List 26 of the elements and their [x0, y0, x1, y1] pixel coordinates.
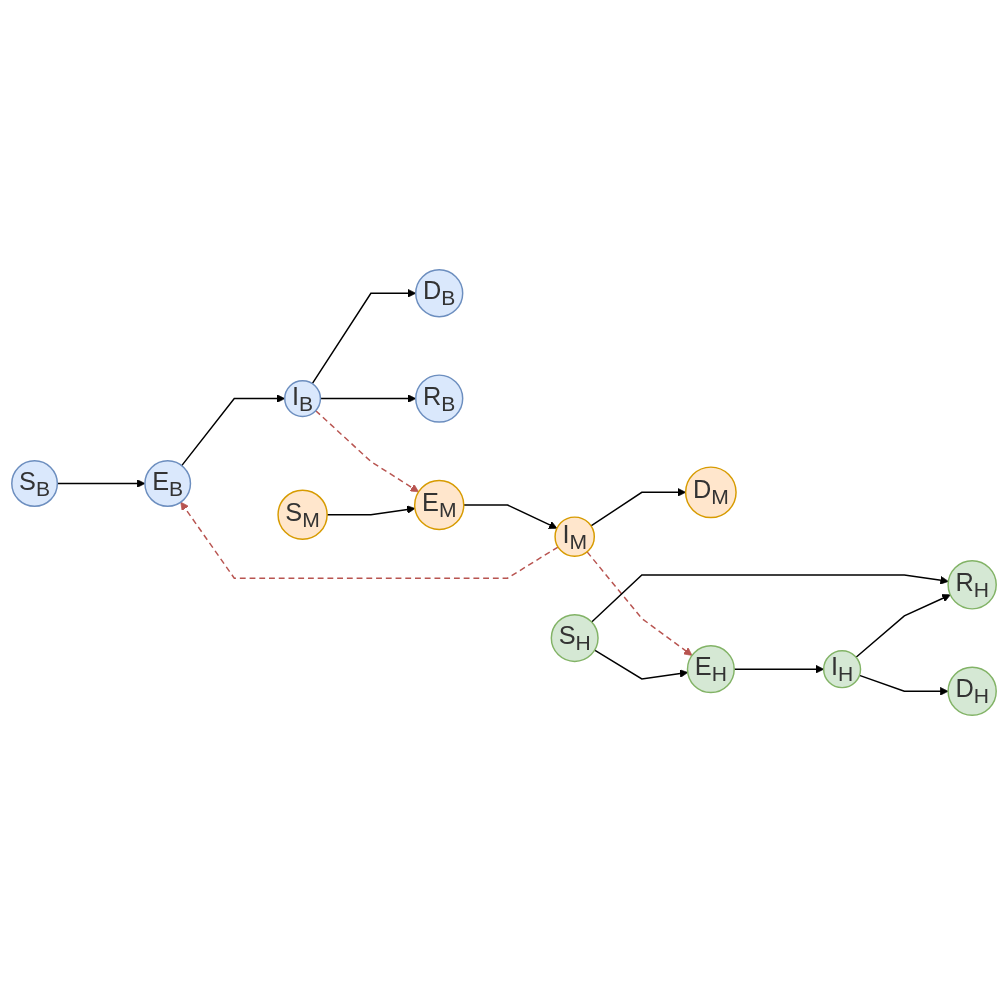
node-circle: I$_{M}$: [553, 516, 595, 557]
node-circle: D$_{H}$: [946, 666, 997, 716]
arrow: [593, 649, 688, 680]
arrow: [314, 409, 419, 493]
arrow: [179, 501, 559, 579]
node-circle: R$_{H}$: [946, 559, 997, 610]
node-circle: S$_{B}$: [10, 459, 58, 507]
node-circle: I$_{H}$: [822, 649, 861, 689]
node-circle: D$_{B}$: [414, 268, 463, 318]
arrow: [585, 551, 692, 656]
arrow: [854, 594, 951, 658]
arrow: [311, 288, 416, 385]
node-circle: E$_{M}$: [413, 479, 464, 531]
arrow: [180, 394, 285, 467]
arrow: [858, 674, 948, 696]
node-circle: R$_{B}$: [414, 374, 463, 423]
node-circle: I$_{B}$: [283, 379, 321, 418]
arrow: [590, 574, 949, 623]
node-circle: S$_{H}$: [550, 613, 599, 663]
node-circle: D$_{M}$: [684, 466, 737, 519]
arrow: [319, 394, 416, 403]
arrow: [589, 487, 686, 527]
node-circle: E$_{B}$: [143, 459, 191, 507]
node-circle: E$_{H}$: [686, 645, 735, 694]
arrow: [56, 479, 145, 488]
node-circle: S$_{M}$: [276, 489, 328, 540]
